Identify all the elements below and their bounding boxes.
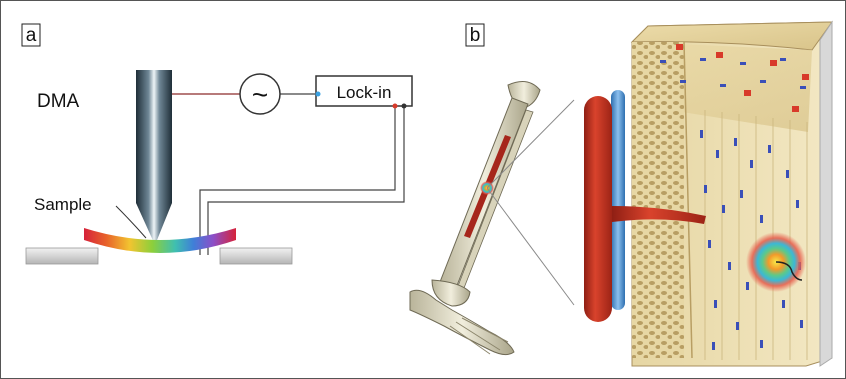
lockin-label: Lock-in [337,83,392,102]
panel-b-label: b [470,25,481,46]
block-side-face [820,22,832,366]
right-support [220,248,292,264]
panel-a-label: a [26,25,37,46]
sample-label: Sample [34,195,92,214]
left-support [26,248,98,264]
indenter-probe-shaft [136,70,172,203]
spongy-bone-region [632,42,684,362]
dma-label: DMA [37,91,80,112]
lockin-output-terminal-1 [393,104,398,109]
artery [584,96,612,322]
vein [611,90,625,310]
bone-tissue-block [632,22,832,366]
lockin-input-terminal [316,92,321,97]
lockin-output-terminal-2 [402,104,407,109]
oscillator-symbol: ~ [252,79,268,110]
